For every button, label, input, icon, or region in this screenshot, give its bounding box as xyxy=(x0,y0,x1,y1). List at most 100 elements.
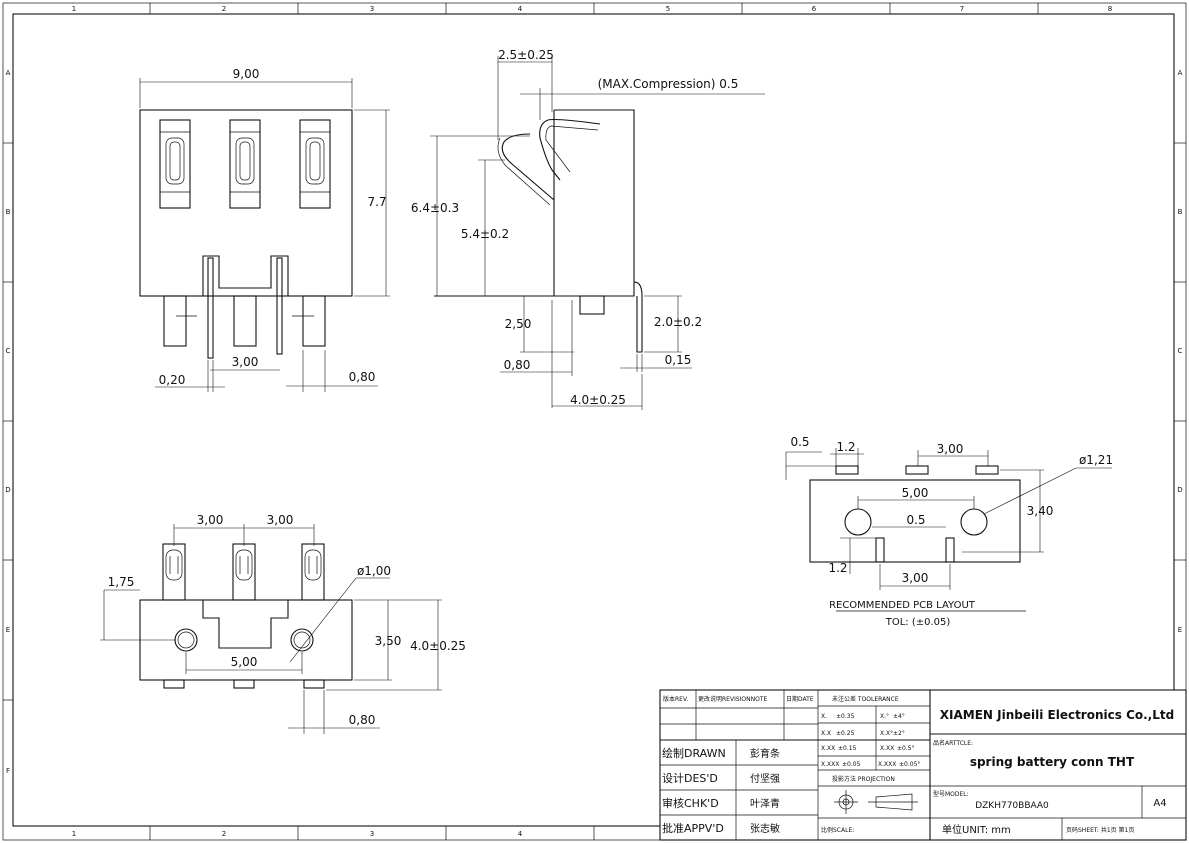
dim-hole-dia-label: ø1,21 xyxy=(1079,453,1113,467)
column-label: 1 xyxy=(72,5,76,13)
dim-pitch-2-label: 3,00 xyxy=(267,513,294,527)
dim-hole-spacing-label: 5,00 xyxy=(902,486,929,500)
row-label: C xyxy=(1178,347,1183,355)
tol-cell: X.X xyxy=(821,730,831,737)
tol-cell: X.XX xyxy=(821,745,835,752)
dim-width-label: 9,00 xyxy=(233,67,260,81)
tol-cell: X.XXX xyxy=(821,761,839,768)
front-view: 9,00 7.7 3,00 0,20 0,80 xyxy=(139,67,390,392)
row-label: B xyxy=(1178,208,1183,216)
dim-pin-thickness-label: 0,20 xyxy=(159,373,186,387)
article-label: 品名ARTTCLE: xyxy=(933,739,973,747)
row-label: F xyxy=(6,767,10,775)
dim-peg-width-label: 0,80 xyxy=(504,358,531,372)
unit-label: 单位UNIT: mm xyxy=(942,823,1011,836)
dim-top-width-label: 2.5±0.25 xyxy=(498,48,554,62)
dim-pad-offset-label: 0.5 xyxy=(790,435,809,449)
paper-size: A4 xyxy=(1153,798,1166,809)
row-label: A xyxy=(6,69,11,77)
tol-cell: X.X° xyxy=(880,730,893,737)
checked-label: 审核CHK'D xyxy=(662,796,719,810)
tol-cell: ±0.5° xyxy=(897,745,915,752)
column-label: 3 xyxy=(370,830,374,838)
dim-total-height-label: 6.4±0.3 xyxy=(411,201,459,215)
dim-slot-length-label: 1.2 xyxy=(828,561,847,575)
dim-depth-b-label: 4.0±0.25 xyxy=(410,639,466,653)
tol-cell: ±0.05° xyxy=(899,761,920,768)
revnote-header: 更改说明REVISIONNOTE xyxy=(698,695,767,703)
row-label: E xyxy=(1178,626,1182,634)
side-view: 2.5±0.25 (MAX.Compression) 0.5 6.4±0.3 5… xyxy=(411,48,765,410)
tol-cell: X.° xyxy=(880,713,889,720)
tol-cell: ±4° xyxy=(893,713,905,720)
pcb-layout-title: RECOMMENDED PCB LAYOUT xyxy=(829,600,976,611)
column-label: 7 xyxy=(960,5,964,13)
pcb-layout-view: 0.5 1.2 3,00 ø1,21 5,00 0.5 3,40 1.2 3,0… xyxy=(785,435,1113,628)
dim-hole-dia-label: ø1,00 xyxy=(357,564,391,578)
drawn-label: 绘制DRAWN xyxy=(662,746,726,760)
designed-label: 设计DES'D xyxy=(662,772,718,785)
dim-pad-pitch-label: 3,00 xyxy=(937,442,964,456)
row-label: E xyxy=(6,626,10,634)
column-label: 4 xyxy=(518,5,523,13)
dim-inner-gap-label: 0.5 xyxy=(906,513,925,527)
dim-pitch-1-label: 3,00 xyxy=(197,513,224,527)
tol-cell: X.XXX xyxy=(878,761,896,768)
column-label: 2 xyxy=(222,830,226,838)
drawn-name: 彭育条 xyxy=(750,747,780,760)
bottom-view: 3,00 3,00 1,75 ø1,00 5,00 3,50 4.0±0.25 … xyxy=(100,513,466,734)
dim-pin-width-label: 0,80 xyxy=(349,713,376,727)
approved-name: 张志敏 xyxy=(750,822,780,835)
row-label: B xyxy=(6,208,11,216)
scale-label: 比例SCALE: xyxy=(821,826,854,834)
dim-height-label: 3,40 xyxy=(1027,504,1054,518)
dim-slot-pitch-label: 3,00 xyxy=(902,571,929,585)
column-label: 8 xyxy=(1108,5,1112,13)
row-label: C xyxy=(6,347,11,355)
dim-pin-width-label: 0,80 xyxy=(349,370,376,384)
tol-cell: X.XX xyxy=(880,745,894,752)
pcb-layout-tolerance: TOL: (±0.05) xyxy=(885,617,951,628)
dim-pitch-label: 3,00 xyxy=(232,355,259,369)
date-header: 日期DATE xyxy=(786,695,814,703)
tol-cell: ±0.35 xyxy=(836,713,855,720)
column-label: 3 xyxy=(370,5,374,13)
dim-offset-label: 1,75 xyxy=(108,575,135,589)
title-block: 版本REV. 更改说明REVISIONNOTE 日期DATE 未注公差 TOOL… xyxy=(659,689,1187,841)
dim-peg-length-label: 2,50 xyxy=(505,317,532,331)
row-label: A xyxy=(1178,69,1183,77)
rev-header: 版本REV. xyxy=(663,695,688,703)
company-name: XIAMEN Jinbeili Electronics Co.,Ltd xyxy=(940,708,1174,722)
dim-compression-label: (MAX.Compression) 0.5 xyxy=(598,77,739,91)
dim-height-label: 7.7 xyxy=(367,195,386,209)
column-label: 5 xyxy=(666,5,670,13)
contact-window xyxy=(299,119,331,209)
contact-window xyxy=(159,119,191,209)
sheet-label: 页码SHEET: 共1页 第1页 xyxy=(1066,826,1134,834)
article-name: spring battery conn THT xyxy=(970,755,1135,769)
dim-contact-height-label: 5.4±0.2 xyxy=(461,227,509,241)
designed-name: 付坚强 xyxy=(750,772,780,785)
column-label: 1 xyxy=(72,830,76,838)
contact-window xyxy=(229,119,261,209)
tol-cell: ±0.05 xyxy=(842,761,861,768)
row-label: D xyxy=(5,486,10,494)
tol-cell: X. xyxy=(821,713,827,720)
dim-depth-a-label: 3,50 xyxy=(375,634,402,648)
column-label: 4 xyxy=(518,830,523,838)
tol-cell: ±0.25 xyxy=(836,730,855,737)
model-label: 型号MODEL: xyxy=(933,790,969,798)
column-label: 2 xyxy=(222,5,226,13)
row-label: D xyxy=(1177,486,1182,494)
dim-pin-thickness-label: 0,15 xyxy=(665,353,692,367)
column-label: 6 xyxy=(812,5,817,13)
tol-cell: ±2° xyxy=(893,730,905,737)
model-number: DZKH770BBAA0 xyxy=(975,801,1049,811)
tol-cell: ±0.15 xyxy=(838,745,857,752)
checked-name: 叶泽青 xyxy=(750,797,780,810)
dim-pad-length-label: 1.2 xyxy=(836,440,855,454)
tolerance-header: 未注公差 TOOLERANCE xyxy=(832,695,899,703)
projection-label: 投影方法 PROJECTION xyxy=(832,775,895,783)
dim-pin-length-label: 2.0±0.2 xyxy=(654,315,702,329)
